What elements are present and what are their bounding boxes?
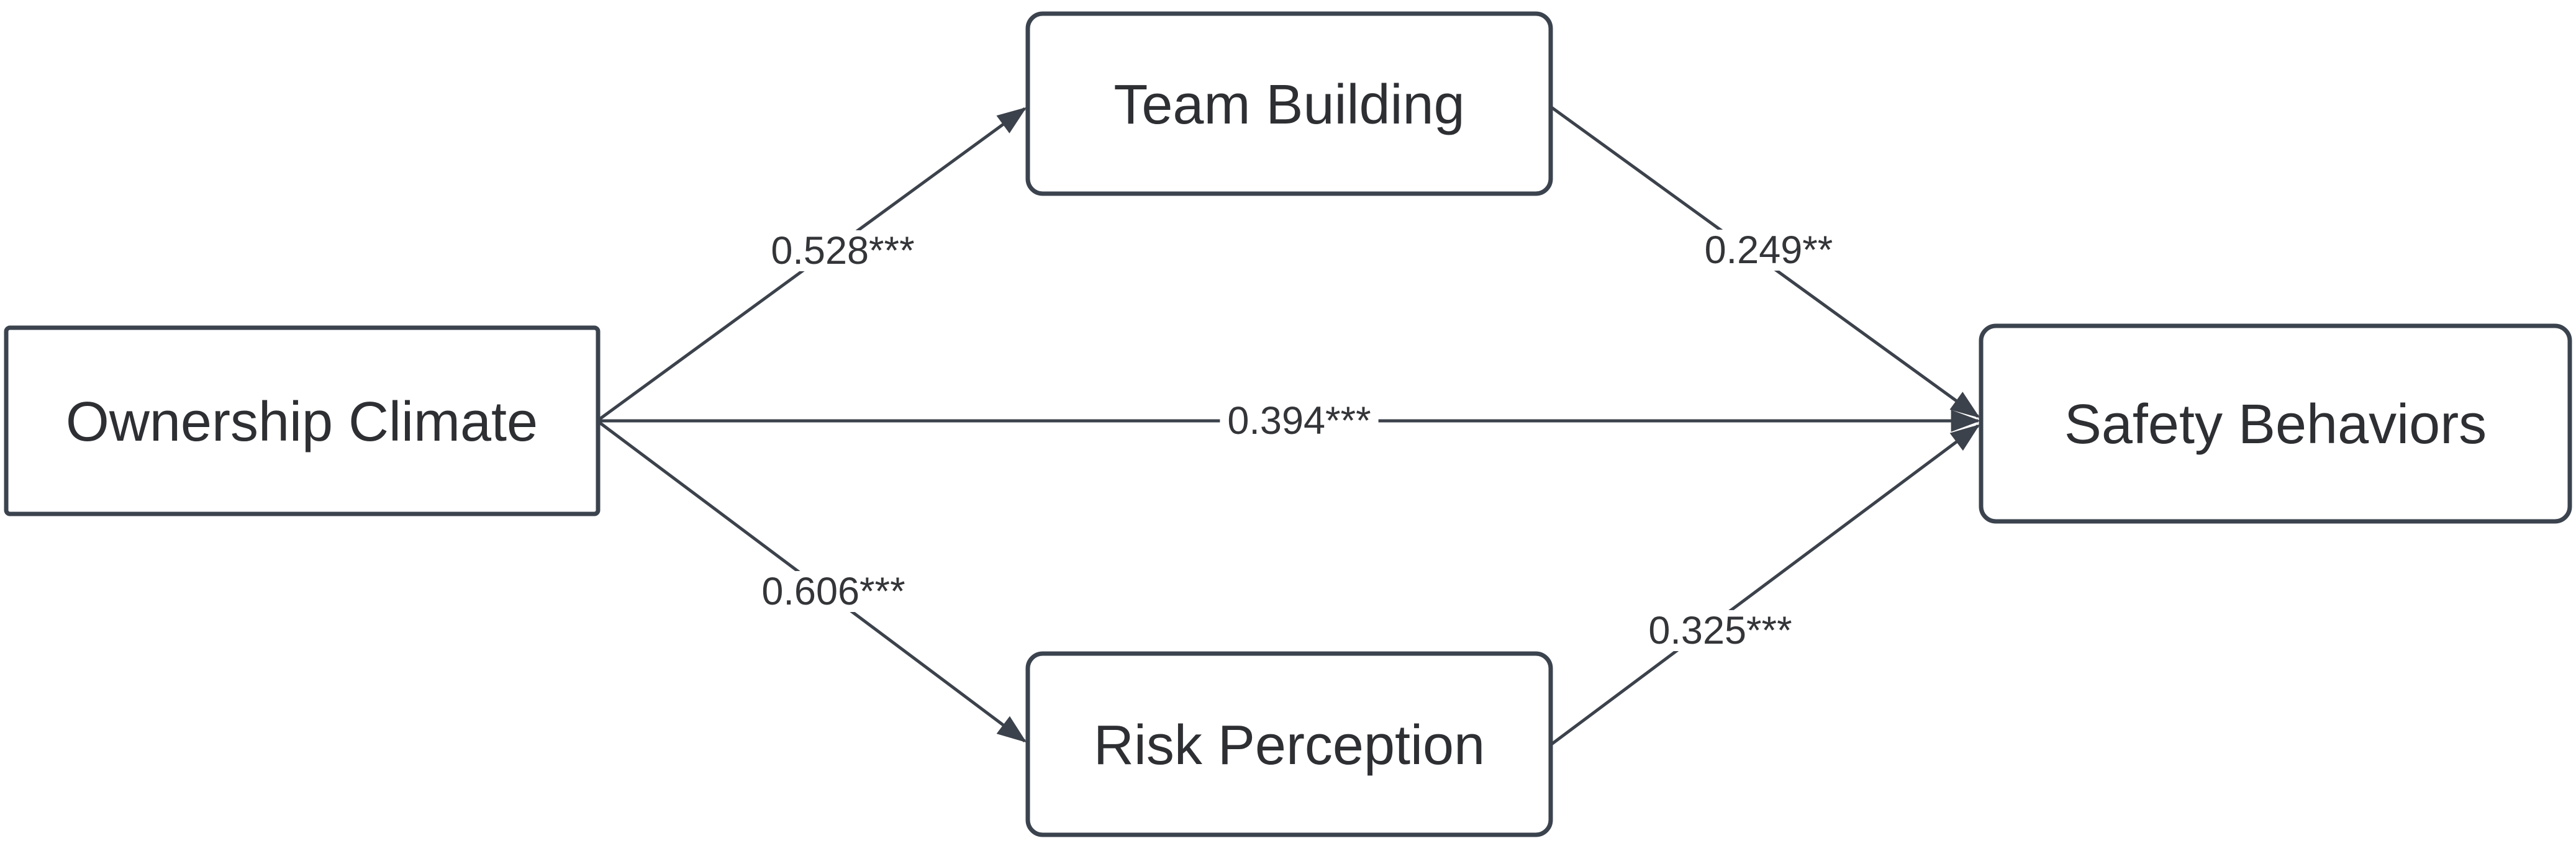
node-label-team-building: Team Building <box>1113 74 1464 136</box>
node-box-safety-behaviors <box>1979 323 2572 524</box>
edge-label-ownership-riskperception: 0.606*** <box>761 570 905 613</box>
node-safety-behaviors: Safety Behaviors <box>1979 323 2572 524</box>
node-team-building: Team Building <box>1025 11 1553 196</box>
edge-label-background <box>1220 400 1379 441</box>
node-label-risk-perception: Risk Perception <box>1094 714 1485 776</box>
edge-label-teambuilding-safetybehaviors: 0.249** <box>1705 228 1833 272</box>
node-label-safety-behaviors: Safety Behaviors <box>2064 394 2487 456</box>
node-box-ownership-climate <box>4 325 601 516</box>
edge-label-background <box>1641 610 1800 651</box>
node-ownership-climate: Ownership Climate <box>4 325 601 516</box>
edge-label-background <box>1697 230 1841 271</box>
edge-label-ownership-safetybehaviors: 0.394*** <box>1227 399 1371 443</box>
node-box-risk-perception <box>1025 651 1553 837</box>
node-box-team-building <box>1025 11 1553 196</box>
edge-label-background <box>754 571 913 612</box>
node-risk-perception: Risk Perception <box>1025 651 1553 837</box>
node-label-ownership-climate: Ownership Climate <box>66 391 538 453</box>
edge-label-ownership-teambuilding: 0.528*** <box>771 229 914 272</box>
edge-label-background <box>763 230 922 271</box>
edge-label-riskperception-safetybehaviors: 0.325*** <box>1648 609 1792 652</box>
edge-riskperception-to-safetybehaviors <box>1549 424 1980 747</box>
